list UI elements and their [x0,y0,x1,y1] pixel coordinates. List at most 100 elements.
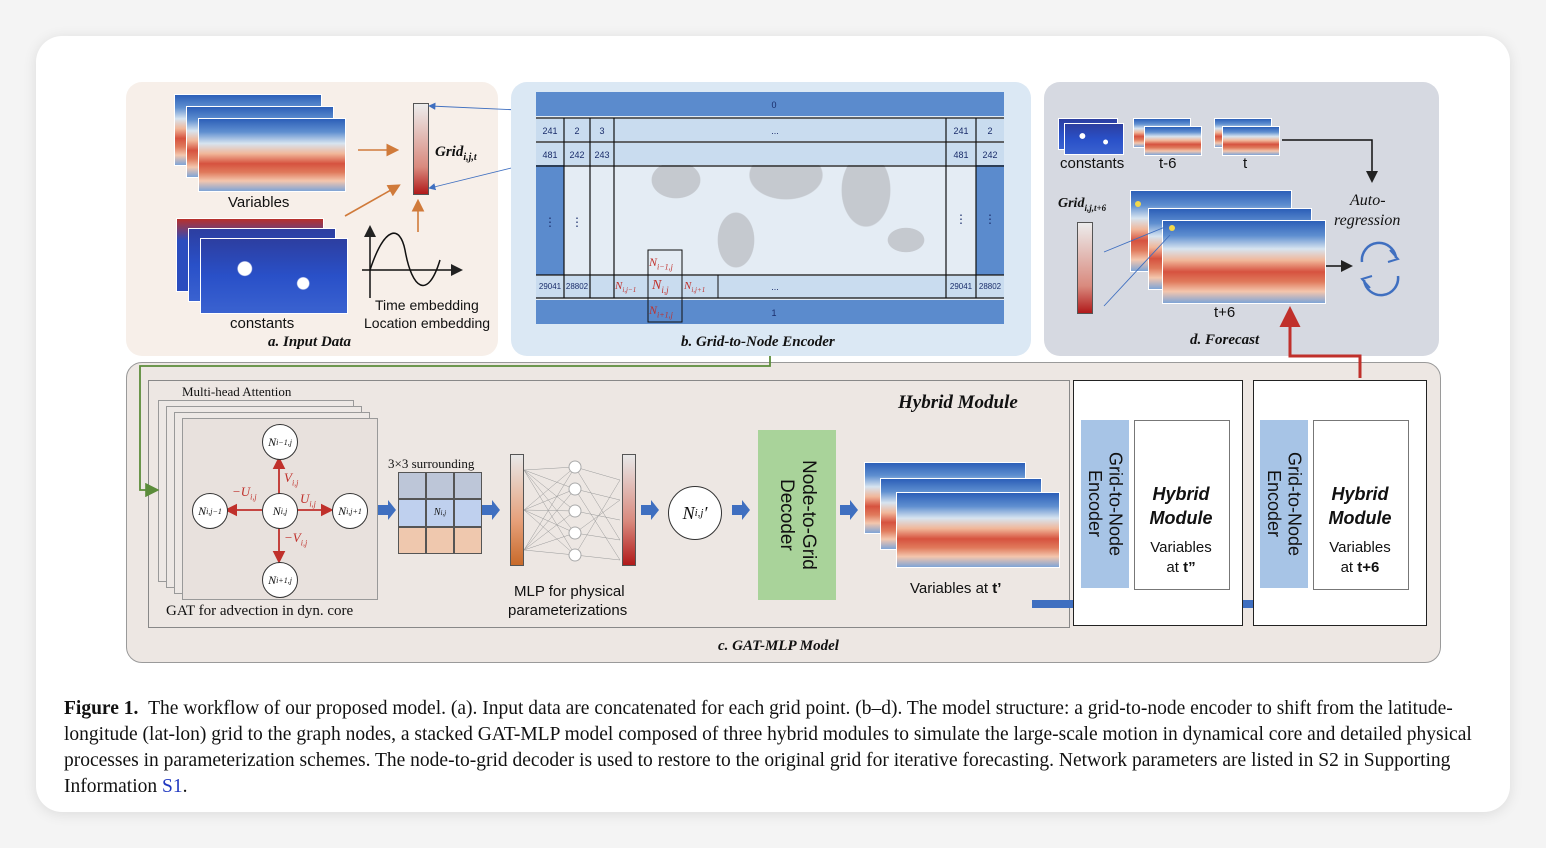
encoder-n-right: Ni,j+1 [684,280,706,295]
panel-b-caption: b. Grid-to-Node Encoder [681,334,835,350]
stage2-hybrid-box [1134,420,1230,590]
stage3-vars: Variables [1329,539,1391,556]
stage2-encoder: Grid-to-Node Encoder [1081,420,1129,588]
constants-label: constants [230,315,295,332]
encoder-top-band [536,92,1004,116]
stage3-title-1: Hybrid [1331,484,1389,504]
mlp-label-1: MLP for physical [514,583,625,600]
cell-last-c6: 28802 [978,282,1002,291]
grid-vector [413,103,429,195]
label-v-up: Vi,j [284,470,299,488]
s-cell [455,527,481,553]
variables-t-prime-front [896,492,1060,568]
encoder-lastrow-bg [536,276,1004,298]
mlp-input-vector [510,454,524,566]
figure-caption-text: The workflow of our proposed model. (a).… [64,698,1472,797]
cell-last-dots: ... [771,282,779,292]
vdots-left: ⋮ [544,215,556,229]
forecast-t-6-label: t-6 [1159,155,1177,172]
figure-label: Figure 1. [64,698,139,719]
variables-label: Variables [228,194,290,211]
hybrid-module-title: Hybrid Module [898,392,1018,413]
mlp-output-vector [622,454,636,566]
cell-r1-c6: 2 [987,126,993,136]
forecast-t-6-front [1144,126,1202,156]
cell-r2-c3: 243 [594,150,610,160]
time-embedding-label: Time embedding [375,297,479,313]
hybrid-module-frame [148,380,1070,628]
auto-regression-line-1: Auto- [1350,192,1386,209]
embedding-wave [362,225,463,298]
label-v-down: −Vi,j [284,530,308,548]
s-cell [399,527,425,553]
cell-r2-c2: 242 [569,150,585,160]
vdots-right: ⋮ [955,212,967,226]
cell-r2-c5: 481 [953,150,969,160]
stage2-title-1: Hybrid [1152,484,1210,504]
cell-r1-c5: 241 [953,126,969,136]
cell-r1-c3: 3 [599,126,605,136]
stage3-encoder: Grid-to-Node Encoder [1260,420,1308,588]
vdots-right2: ⋮ [984,212,996,226]
encoder-bottom-band [536,300,1004,324]
forecast-t-plus-6-label: t+6 [1214,304,1236,321]
panel-a-caption: a. Input Data [268,334,351,350]
cell-last-c2: 28802 [565,282,589,291]
encoder-n-left: Ni,j−1 [615,280,637,295]
constants-map-front [200,238,348,314]
supporting-info-link[interactable]: S1 [162,776,183,797]
figure-caption: Figure 1. The workflow of our proposed m… [64,698,1472,797]
refresh-cycle-icon [1360,241,1400,297]
stage2-vars: Variables [1150,539,1212,556]
encoder-top-index: 0 [771,100,777,110]
surrounding-label: 3×3 surrounding [388,456,475,471]
forecast-grid-vector [1077,222,1093,314]
stage3-hybrid-box [1313,420,1409,590]
s-cell [399,500,425,526]
encoder-n-center: Ni,j [652,278,669,295]
variables-t-prime-label: Variables at t’ [910,580,1002,597]
label-u-right: Ui,j [300,491,316,509]
stage2-at: at t” [1166,559,1196,576]
auto-regression-line-2: regression [1334,212,1401,229]
cell-r1-c2: 2 [574,126,580,136]
panel-c-caption: c. GAT-MLP Model [718,638,839,654]
encoder-n-top: Ni−1,j [649,255,673,272]
flow-arrows [378,500,1274,614]
encoder-bottom-index: 1 [771,308,777,318]
forecast-constants-label: constants [1060,155,1125,172]
forecast-grid-symbol: Gridi,j,t+6 [1058,196,1107,213]
encoder-row2-bg [536,143,1004,165]
forecast-constants-front [1064,123,1124,155]
cell-r2-c6: 242 [982,150,998,160]
variables-map-front [198,118,346,192]
cell-r1-dots: ... [771,126,779,136]
stage3-title-2: Module [1328,508,1392,528]
forecast-t-front [1222,126,1280,156]
cell-r1-c1: 241 [542,126,558,136]
s-cell [455,500,481,526]
s-cell [427,527,453,553]
grid-symbol: Gridi,j,t [435,144,477,163]
encoder-row1-bg [536,119,1004,141]
encoder-left-band [536,165,564,275]
label-u-left: −Ui,j [232,484,257,502]
stage2-title-2: Module [1149,508,1213,528]
location-embedding-label: Location embedding [364,315,491,331]
s-cell [399,473,425,499]
cell-r2-c1: 481 [542,150,558,160]
cell-last-c1: 29041 [538,282,562,291]
multi-head-label: Multi-head Attention [182,384,292,399]
encoder-n-bottom: Ni+1,j [649,303,673,320]
gat-label: GAT for advection in dyn. core [166,603,354,619]
